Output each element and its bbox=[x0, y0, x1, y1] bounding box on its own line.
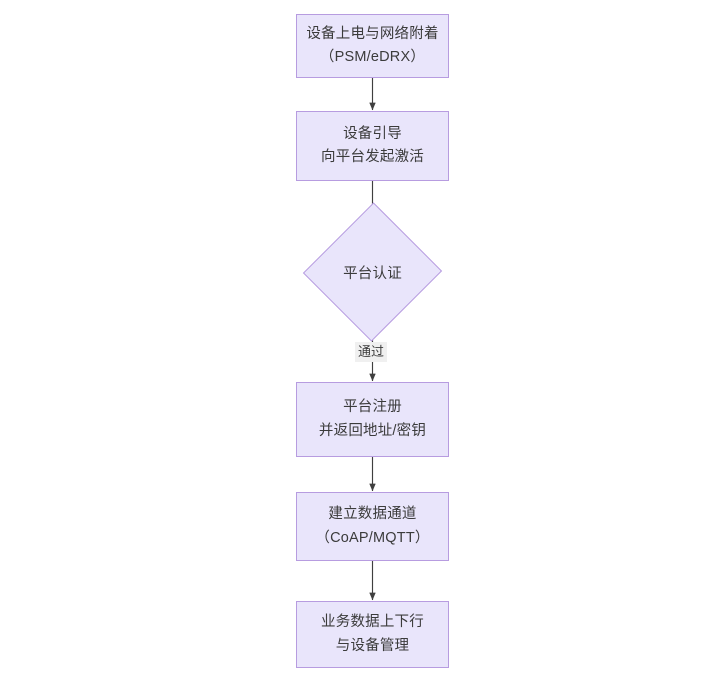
flow-node-device-bootstrap-line2: 向平台发起激活 bbox=[321, 149, 424, 165]
edge-label-pass: 通过 bbox=[355, 342, 388, 362]
flow-node-device-bootstrap[interactable]: 设备引导 向平台发起激活 bbox=[296, 111, 449, 181]
flow-node-platform-registration[interactable]: 平台注册 并返回地址/密钥 bbox=[296, 382, 449, 457]
flow-node-device-bootstrap-line1: 设备引导 bbox=[343, 125, 402, 142]
flow-node-device-power-on-line2: （PSM/eDRX） bbox=[319, 49, 426, 65]
flow-node-business-data-line1: 业务数据上下行 bbox=[321, 614, 424, 631]
flow-node-platform-auth-decision[interactable]: 平台认证 bbox=[302, 202, 443, 342]
flow-node-device-power-on-line1: 设备上电与网络附着 bbox=[306, 25, 439, 42]
flow-node-data-channel-line1: 建立数据通道 bbox=[328, 506, 417, 523]
flow-node-data-channel-line2: （CoAP/MQTT） bbox=[315, 529, 430, 546]
flow-node-business-data[interactable]: 业务数据上下行 与设备管理 bbox=[296, 601, 449, 668]
flow-node-platform-registration-line2: 并返回地址/密钥 bbox=[318, 422, 427, 439]
flow-node-platform-auth-decision-label: 平台认证 bbox=[343, 265, 402, 282]
flow-node-device-power-on[interactable]: 设备上电与网络附着 （PSM/eDRX） bbox=[296, 14, 449, 78]
flow-node-business-data-line2: 与设备管理 bbox=[335, 637, 410, 654]
flow-node-data-channel[interactable]: 建立数据通道 （CoAP/MQTT） bbox=[296, 492, 449, 561]
flow-node-platform-registration-line1: 平台注册 bbox=[343, 399, 402, 416]
